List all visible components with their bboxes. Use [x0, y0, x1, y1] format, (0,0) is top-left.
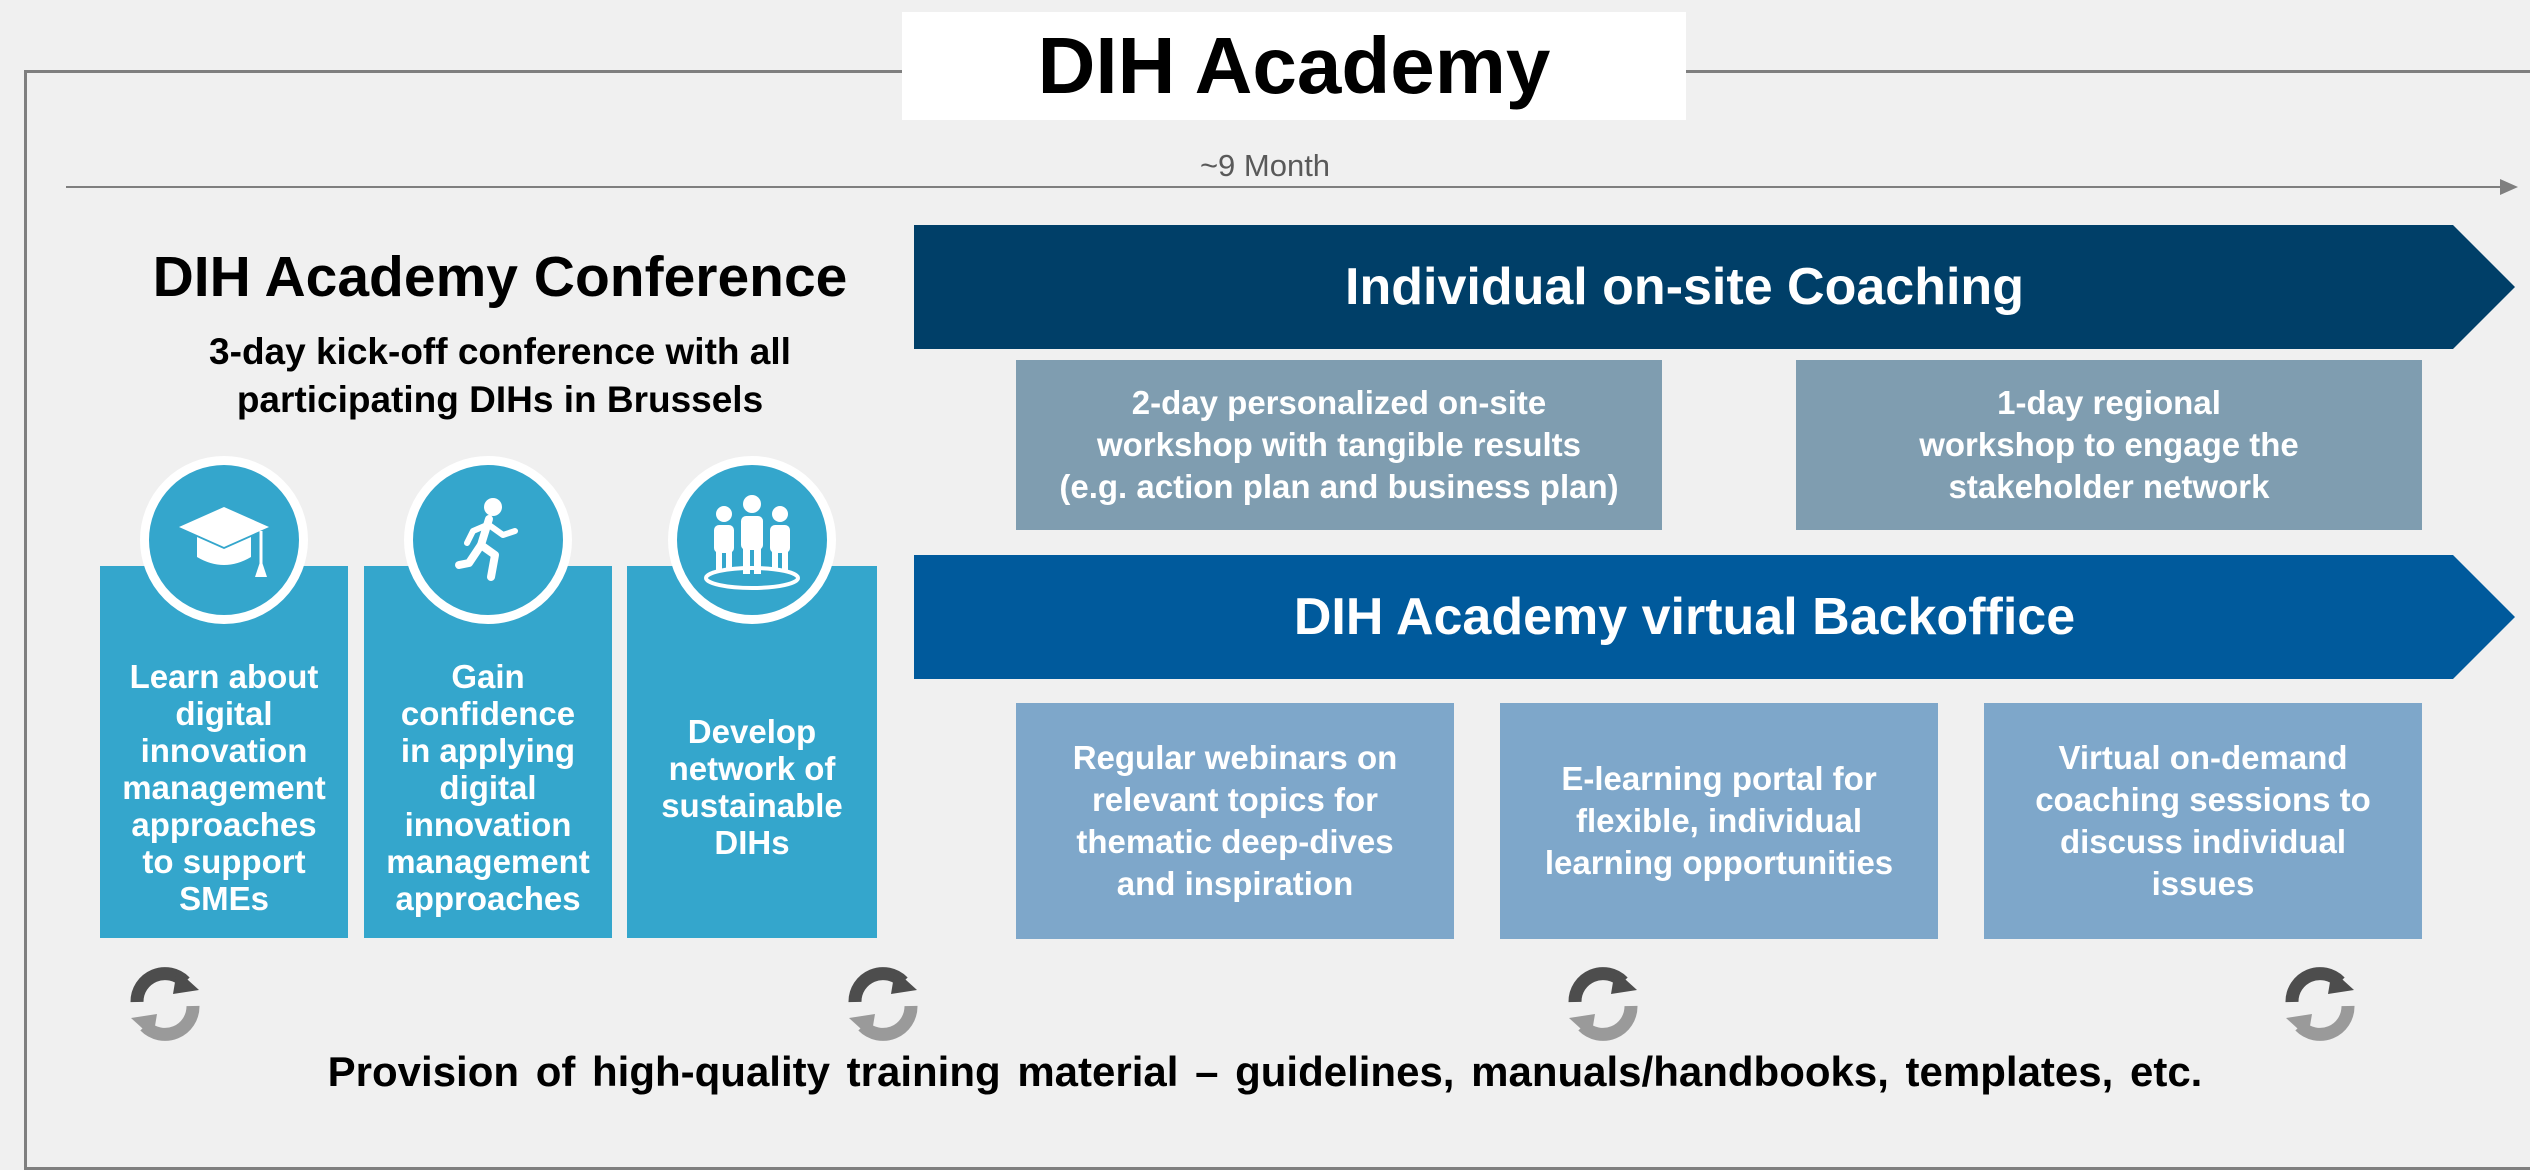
conference-title: DIH Academy Conference	[152, 245, 848, 309]
backoffice-box-webinars: Regular webinars on relevant topics for …	[1016, 703, 1454, 939]
footer-text: Provision of high-quality training mater…	[327, 1048, 2203, 1095]
column-line: innovation	[140, 731, 308, 769]
timeline-label: ~9 Month	[1199, 148, 1331, 183]
box-line: Regular webinars on	[1072, 739, 1398, 776]
box-line: workshop with tangible results	[1096, 426, 1582, 463]
box-line: relevant topics for	[1091, 781, 1379, 818]
conference-subtitle-line: participating DIHs in Brussels	[236, 379, 764, 420]
box-text: E-learning portal for flexible, individu…	[1545, 758, 1893, 884]
column-line: confidence	[400, 694, 576, 732]
column-line: network of	[668, 750, 836, 787]
box-line: E-learning portal for	[1561, 760, 1877, 797]
refresh-icon	[2285, 967, 2355, 1041]
column-text: Develop network of sustainable DIHs	[661, 713, 843, 861]
conference-subtitle: 3-day kick-off conference with all parti…	[120, 328, 880, 424]
backoffice-box-elearning: E-learning portal for flexible, individu…	[1500, 703, 1938, 939]
column-line: Develop	[687, 713, 817, 750]
column-text: Learn about digital innovation managemen…	[122, 658, 326, 917]
column-line: digital	[439, 768, 537, 806]
column-line: innovation	[404, 805, 572, 843]
box-text: Regular webinars on relevant topics for …	[1073, 737, 1398, 905]
column-line: approaches	[395, 879, 581, 917]
box-line: thematic deep-dives	[1076, 823, 1394, 860]
coaching-title: Individual on-site Coaching	[1345, 258, 2024, 316]
timeline-line	[66, 186, 2506, 188]
conference-subtitle-line: 3-day kick-off conference with all	[209, 331, 791, 372]
box-line: issues	[2151, 865, 2255, 902]
backoffice-box-coaching-sessions: Virtual on-demand coaching sessions to d…	[1984, 703, 2422, 939]
people-network-icon	[668, 456, 836, 624]
column-line: management	[386, 842, 590, 880]
box-line: (e.g. action plan and business plan)	[1059, 468, 1619, 505]
box-line: stakeholder network	[1948, 468, 2270, 505]
refresh-icon	[848, 967, 918, 1041]
box-line: workshop to engage the	[1919, 426, 2299, 463]
coaching-box-onsite-workshop: 2-day personalized on-site workshop with…	[1016, 360, 1662, 530]
box-line: discuss individual	[2059, 823, 2347, 860]
column-text: Gain confidence in applying digital inno…	[386, 658, 590, 917]
box-text: 1-day regional workshop to engage the st…	[1919, 382, 2299, 508]
refresh-icon	[130, 967, 200, 1041]
box-line: Virtual on-demand	[2058, 739, 2348, 776]
column-line: management	[122, 768, 326, 806]
column-line: Gain	[451, 657, 525, 695]
column-line: to support	[142, 842, 306, 880]
refresh-icon	[1568, 967, 1638, 1041]
box-line: 1-day regional	[1997, 384, 2221, 421]
box-text: Virtual on-demand coaching sessions to d…	[2035, 737, 2371, 905]
conference-column-learn: Learn about digital innovation managemen…	[100, 566, 348, 938]
conference-column-confidence: Gain confidence in applying digital inno…	[364, 566, 612, 938]
page-title: DIH Academy	[1037, 21, 1551, 110]
box-text: 2-day personalized on-site workshop with…	[1059, 382, 1618, 508]
column-line: DIHs	[714, 824, 790, 861]
box-line: flexible, individual	[1575, 802, 1863, 839]
column-line: sustainable	[661, 787, 843, 824]
box-line: 2-day personalized on-site	[1131, 384, 1547, 421]
box-line: and inspiration	[1116, 865, 1354, 902]
column-line: Learn about	[129, 657, 319, 695]
column-line: in applying	[400, 731, 576, 769]
column-line: digital	[175, 694, 273, 732]
coaching-arrow: Individual on-site Coaching	[914, 225, 2515, 349]
timeline-arrowhead	[2500, 179, 2518, 195]
coaching-box-regional-workshop: 1-day regional workshop to engage the st…	[1796, 360, 2422, 530]
box-line: learning opportunities	[1544, 844, 1894, 881]
column-line: approaches	[131, 805, 317, 843]
backoffice-title: DIH Academy virtual Backoffice	[1293, 588, 2076, 646]
conference-column-network: Develop network of sustainable DIHs	[627, 566, 877, 938]
running-person-icon	[404, 456, 572, 624]
title-box: DIH Academy	[902, 12, 1686, 120]
column-line: SMEs	[179, 879, 269, 917]
graduation-cap-icon	[140, 456, 308, 624]
backoffice-arrow: DIH Academy virtual Backoffice	[914, 555, 2515, 679]
box-line: coaching sessions to	[2035, 781, 2371, 818]
